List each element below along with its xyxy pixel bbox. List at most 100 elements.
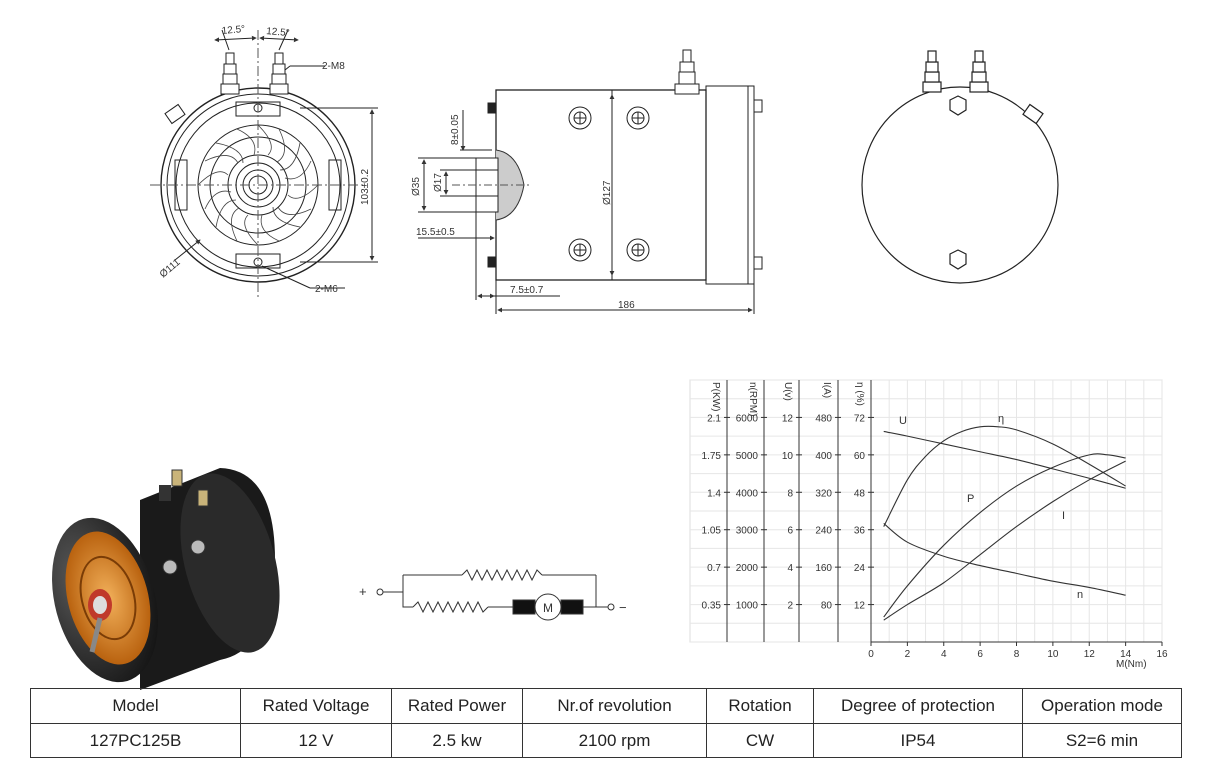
front-view-labels: 12.5° 12.5° 2-M8 2-M6 103±0.2 Ø111 bbox=[158, 24, 371, 295]
y-tick-label: 1000 bbox=[736, 601, 759, 612]
y-tick-label: 0.7 bbox=[707, 563, 721, 574]
spec-table: Model Rated Voltage Rated Power Nr.of re… bbox=[30, 688, 1182, 758]
y-tick-label: 80 bbox=[821, 601, 833, 612]
y-tick-label: 60 bbox=[854, 451, 866, 462]
rear-view bbox=[861, 50, 1059, 284]
x-tick-label: 8 bbox=[1014, 649, 1020, 660]
series-label-η: η bbox=[998, 413, 1004, 425]
x-tick-label: 2 bbox=[905, 649, 911, 660]
y-tick-label: 10 bbox=[782, 451, 794, 462]
header-rotation: Rotation bbox=[706, 688, 814, 724]
y-tick-label: 1.75 bbox=[702, 451, 722, 462]
y-tick-label: 6 bbox=[787, 526, 793, 537]
y-tick-label: 12 bbox=[854, 601, 866, 612]
y-tick-label: 0.35 bbox=[702, 601, 722, 612]
header-model: Model bbox=[30, 688, 241, 724]
y-tick-label: 12 bbox=[782, 413, 794, 424]
motor-render bbox=[52, 468, 280, 690]
screw-heads bbox=[568, 106, 650, 262]
header-rated-power: Rated Power bbox=[391, 688, 523, 724]
height-dim-label: 103±0.2 bbox=[360, 168, 371, 205]
diameter-label: Ø111 bbox=[158, 257, 183, 280]
x-tick-label: 0 bbox=[868, 649, 874, 660]
minus-terminal-label: − bbox=[619, 600, 627, 615]
x-tick-label: 10 bbox=[1047, 649, 1059, 660]
y-tick-label: 240 bbox=[815, 526, 832, 537]
value-operation-mode: S2=6 min bbox=[1022, 723, 1182, 758]
total-length-label: 186 bbox=[618, 300, 635, 311]
x-tick-label: 14 bbox=[1120, 649, 1132, 660]
value-rated-power: 2.5 kw bbox=[391, 723, 523, 758]
schematic-labels: + − M bbox=[359, 584, 627, 615]
y-tick-label: 6000 bbox=[736, 413, 759, 424]
drawing-canvas: 12.5° 12.5° 2-M8 2-M6 103±0.2 Ø111 bbox=[52, 24, 1168, 690]
x-tick-label: 6 bbox=[977, 649, 983, 660]
y-tick-label: 24 bbox=[854, 563, 866, 574]
series-line-I bbox=[883, 460, 1126, 621]
spec-table-value-row: 127PC125B 12 V 2.5 kw 2100 rpm CW IP54 S… bbox=[30, 723, 1182, 758]
angle-right-label: 12.5° bbox=[266, 26, 290, 39]
y-axis-label: η (%) bbox=[854, 382, 865, 406]
chart-axes: P(KW)2.11.751.41.050.70.35n(RPM)60005000… bbox=[702, 380, 1168, 670]
shaft-length-label: 15.5±0.5 bbox=[416, 227, 455, 238]
y-tick-label: 48 bbox=[854, 488, 866, 499]
y-tick-label: 400 bbox=[815, 451, 832, 462]
y-axis-label: P(KW) bbox=[710, 382, 721, 411]
shaft-dia-label: Ø17 bbox=[433, 173, 444, 192]
terminal-left bbox=[220, 52, 240, 95]
y-tick-label: 160 bbox=[815, 563, 832, 574]
y-tick-label: 4 bbox=[787, 563, 793, 574]
value-revolution: 2100 rpm bbox=[522, 723, 707, 758]
thread-top-label: 2-M8 bbox=[322, 61, 345, 72]
spec-table-header-row: Model Rated Voltage Rated Power Nr.of re… bbox=[30, 688, 1182, 724]
y-tick-label: 320 bbox=[815, 488, 832, 499]
series-label-I: I bbox=[1062, 510, 1065, 522]
header-rated-voltage: Rated Voltage bbox=[240, 688, 392, 724]
y-axis-label: n(RPM) bbox=[747, 382, 758, 416]
terminal-right bbox=[269, 52, 289, 95]
series-label-U: U bbox=[899, 415, 907, 427]
value-rated-voltage: 12 V bbox=[240, 723, 392, 758]
side-view bbox=[418, 49, 763, 314]
header-operation-mode: Operation mode bbox=[1022, 688, 1182, 724]
front-view bbox=[150, 29, 378, 300]
value-rotation: CW bbox=[706, 723, 814, 758]
motor-symbol-label: M bbox=[543, 601, 553, 615]
side-view-labels: 8±0.05 Ø35 Ø17 15.5±0.5 Ø127 7.5±0.7 186 bbox=[411, 114, 635, 311]
performance-chart: P(KW)2.11.751.41.050.70.35n(RPM)60005000… bbox=[689, 379, 1168, 670]
rear-terminal-right bbox=[969, 50, 989, 93]
y-tick-label: 1.05 bbox=[702, 526, 722, 537]
x-tick-label: 12 bbox=[1084, 649, 1096, 660]
y-tick-label: 72 bbox=[854, 413, 866, 424]
value-model: 127PC125B bbox=[30, 723, 241, 758]
side-terminal bbox=[674, 49, 700, 95]
y-tick-label: 1.4 bbox=[707, 488, 721, 499]
series-line-P bbox=[883, 453, 1126, 618]
series-line-n bbox=[883, 523, 1126, 596]
flange-len-label: 7.5±0.7 bbox=[510, 285, 544, 296]
y-tick-label: 3000 bbox=[736, 526, 759, 537]
series-line-η bbox=[883, 425, 1126, 527]
body-dia-label: Ø127 bbox=[602, 180, 613, 205]
y-tick-label: 2000 bbox=[736, 563, 759, 574]
series-line-U bbox=[883, 430, 1126, 489]
value-protection: IP54 bbox=[813, 723, 1023, 758]
y-tick-label: 5000 bbox=[736, 451, 759, 462]
series-label-P: P bbox=[967, 493, 974, 505]
fan-blades bbox=[197, 124, 319, 246]
thread-bottom-label: 2-M6 bbox=[315, 284, 338, 295]
y-axis-label: U(v) bbox=[782, 382, 793, 401]
series-label-n: n bbox=[1077, 589, 1083, 601]
angle-left-label: 12.5° bbox=[221, 24, 245, 37]
wiring-schematic bbox=[376, 568, 615, 621]
y-tick-label: 4000 bbox=[736, 488, 759, 499]
y-tick-label: 2 bbox=[787, 601, 793, 612]
y-tick-label: 36 bbox=[854, 526, 866, 537]
x-axis-label: M(Nm) bbox=[1116, 659, 1147, 670]
rear-terminal-left bbox=[922, 50, 942, 93]
header-revolution: Nr.of revolution bbox=[522, 688, 707, 724]
y-tick-label: 480 bbox=[815, 413, 832, 424]
flange-dia-label: Ø35 bbox=[411, 177, 422, 196]
y-tick-label: 8 bbox=[787, 488, 793, 499]
